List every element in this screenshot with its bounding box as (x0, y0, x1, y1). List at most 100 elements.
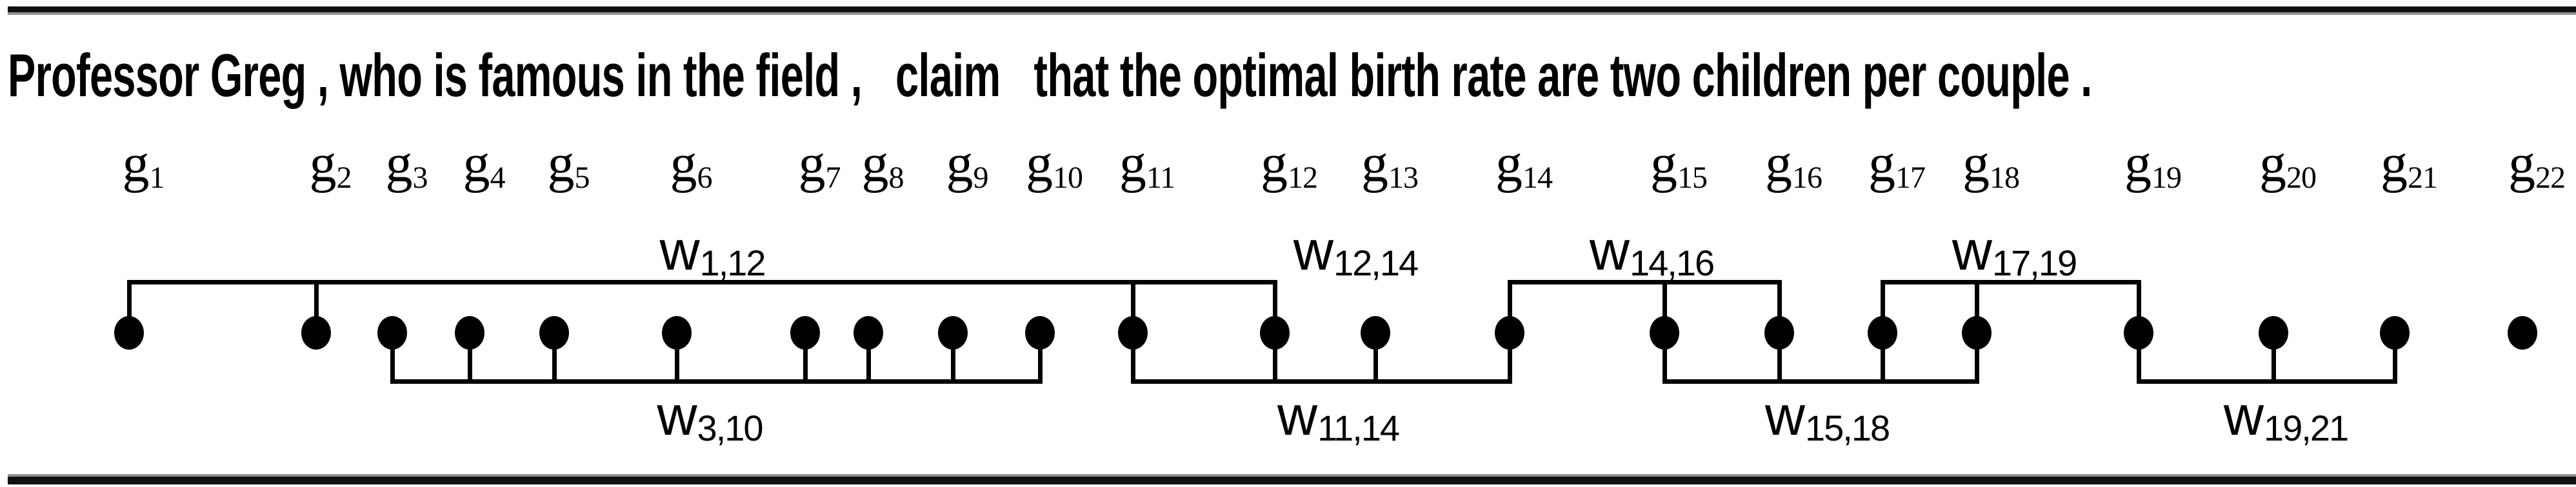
token-dot (854, 316, 883, 350)
window-label-subscript: 17,19 (1992, 243, 2077, 283)
token-label-base: g (1765, 134, 1792, 194)
token-label-base: g (547, 134, 575, 194)
window-label-base: w (1277, 385, 1318, 447)
token-label: g3 (386, 137, 428, 194)
token-label: g5 (548, 137, 590, 194)
bracket-stub (1131, 333, 1135, 384)
token-label-subscript: 16 (1792, 161, 1822, 195)
token-label: g8 (862, 137, 904, 194)
window-label-base: w (1764, 385, 1805, 447)
bracket-stub (866, 333, 871, 384)
token-label-base: g (385, 134, 413, 194)
token-label: g18 (1962, 137, 2020, 194)
window-bracket-line (2137, 379, 2397, 384)
bracket-stub (1881, 280, 1885, 333)
bracket-stub (1131, 280, 1135, 333)
token-label: g16 (1765, 137, 1822, 194)
token-label-base: g (861, 134, 889, 194)
token-dot (1118, 316, 1148, 350)
token-label-base: g (2508, 134, 2535, 194)
token-dot (1260, 316, 1290, 350)
token-label-base: g (1650, 134, 1677, 194)
token-dot (377, 316, 407, 350)
bracket-stub (1273, 333, 1277, 384)
token-label-subscript: 9 (973, 161, 989, 195)
token-label: g22 (2508, 134, 2566, 195)
token-label: g14 (1495, 134, 1553, 195)
token-label-base: g (2259, 134, 2286, 194)
token-label-subscript: 6 (697, 161, 713, 195)
token-dot (1962, 316, 1992, 350)
window-label-base: w (657, 385, 697, 447)
bracket-stub (1777, 333, 1782, 384)
token-dot (455, 316, 484, 350)
bracket-stub (1975, 333, 1979, 384)
window-label: w1,12 (659, 223, 766, 281)
token-label-subscript: 22 (2535, 161, 2566, 195)
window-bracket-line (127, 280, 1277, 284)
bracket-stub (675, 333, 679, 384)
sentence-text: Professor Greg , who is famous in the fi… (8, 41, 2092, 109)
window-label: w3,10 (657, 385, 764, 448)
token-label-base: g (1495, 134, 1523, 194)
token-label-base: g (1026, 134, 1053, 194)
bracket-stub (1508, 280, 1512, 333)
token-dot (1868, 316, 1897, 350)
window-bracket-line (1662, 379, 1979, 384)
window-label-subscript: 14,16 (1629, 243, 1715, 283)
window-bracket-line (390, 379, 1043, 384)
bracket-stub (127, 280, 132, 333)
bracket-stub (2137, 280, 2141, 333)
bracket-stub (1662, 333, 1667, 384)
top-rule (8, 6, 2576, 12)
bracket-stub (1373, 333, 1378, 384)
token-dot (790, 316, 820, 350)
token-dot (2380, 316, 2410, 350)
top-rule-shadow (8, 12, 2576, 15)
window-label: w12,14 (1293, 223, 1419, 283)
token-label-base: g (1868, 134, 1895, 194)
token-label-base: g (798, 134, 826, 194)
token-label-subscript: 12 (1288, 161, 1318, 195)
window-label-subscript: 11,14 (1317, 408, 1400, 448)
bracket-stub (1975, 280, 1979, 333)
window-label-subscript: 12,14 (1333, 243, 1419, 283)
token-label: g1 (123, 137, 165, 194)
token-label: g19 (2124, 137, 2182, 195)
bracket-stub (390, 333, 395, 384)
window-label-base: w (1952, 220, 1992, 282)
bottom-rule (8, 477, 2576, 484)
token-label-subscript: 3 (412, 161, 428, 195)
token-label: g17 (1868, 134, 1926, 194)
window-bracket-line (1131, 379, 1512, 384)
token-dot (1025, 316, 1055, 350)
token-label-base: g (670, 134, 697, 194)
window-bracket-line (1508, 280, 1782, 284)
bracket-stub (951, 333, 955, 384)
token-label-subscript: 19 (2152, 161, 2182, 195)
token-label-subscript: 13 (1388, 161, 1419, 195)
token-label: g4 (463, 137, 506, 194)
window-label-subscript: 15,18 (1804, 408, 1890, 448)
token-label-subscript: 14 (1523, 161, 1553, 195)
bracket-stub (1038, 333, 1043, 384)
token-dot (938, 316, 968, 350)
bracket-stub (2393, 333, 2397, 384)
token-label-subscript: 11 (1146, 161, 1175, 195)
window-label-subscript: 3,10 (697, 408, 764, 448)
token-label-base: g (1119, 134, 1146, 194)
token-dot (301, 316, 331, 350)
bracket-stub (1777, 280, 1782, 333)
window-label-base: w (1589, 220, 1630, 282)
bottom-rule-shadow (8, 474, 2576, 477)
window-label: w15,18 (1764, 385, 1890, 448)
token-label-subscript: 2 (336, 161, 352, 195)
bracket-stub (2271, 333, 2276, 384)
bracket-stub (1273, 280, 1277, 333)
token-label-subscript: 15 (1677, 161, 1708, 195)
window-bracket-line (1881, 280, 2141, 284)
token-label: g15 (1650, 134, 1708, 195)
bracket-stub (1662, 280, 1667, 333)
token-label-base: g (2381, 134, 2408, 194)
